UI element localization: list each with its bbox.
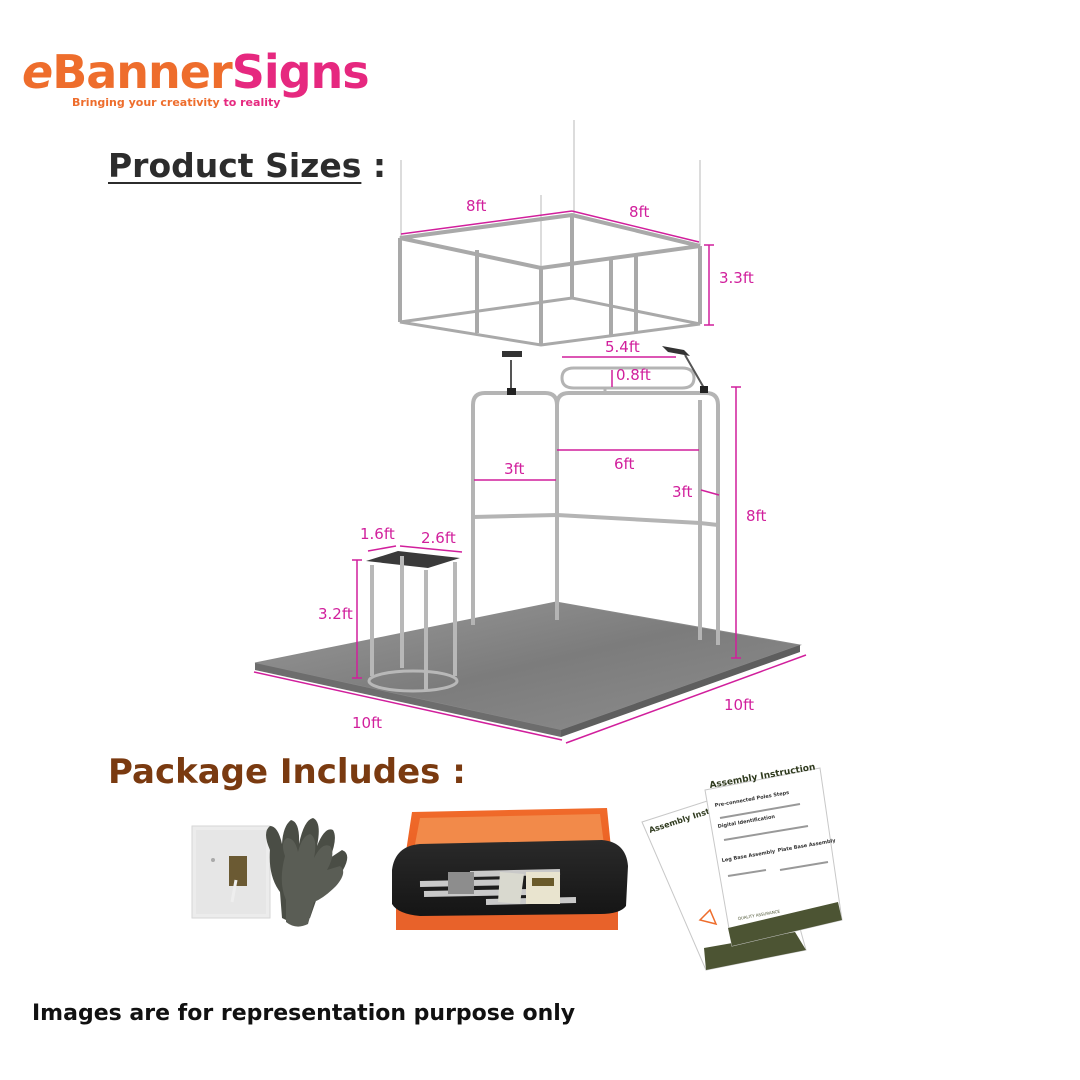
disclaimer-text: Images are for representation purpose on… bbox=[32, 1001, 576, 1026]
product-sizes-heading: Product Sizes : bbox=[108, 146, 387, 185]
dim-frame-back: 6ft bbox=[614, 455, 635, 473]
dim-canopy-width-2: 8ft bbox=[629, 203, 650, 221]
dimension-labels: 8ft 8ft 3.3ft 5.4ft 0.8ft 3ft 6ft 3ft 8f… bbox=[318, 197, 767, 732]
dim-header-width: 5.4ft bbox=[605, 338, 640, 356]
dim-canopy-width-1: 8ft bbox=[466, 197, 487, 215]
dim-frame-height: 8ft bbox=[746, 507, 767, 525]
logo-tagline: Bringing your creativity to reality bbox=[72, 96, 281, 109]
dim-header-height: 0.8ft bbox=[616, 366, 651, 384]
package-includes-heading: Package Includes : bbox=[108, 752, 466, 792]
dim-counter-width: 2.6ft bbox=[421, 529, 456, 547]
logo-wordmark: eBannerSigns bbox=[22, 45, 370, 99]
dim-counter-depth: 1.6ft bbox=[360, 525, 395, 543]
booth-frame bbox=[471, 366, 720, 645]
counter-table bbox=[366, 551, 460, 693]
spotlights bbox=[502, 346, 708, 395]
brand-logo: eBannerSigns Bringing your creativity to… bbox=[22, 44, 422, 114]
dim-frame-depth: 3ft bbox=[672, 483, 693, 501]
carry-bag bbox=[392, 808, 628, 930]
assembly-manual: Assembly Instruc Assembly Instruction Pr… bbox=[641, 762, 843, 971]
dim-floor-right: 10ft bbox=[724, 696, 754, 714]
dimension-lines bbox=[253, 210, 807, 744]
dim-counter-height: 3.2ft bbox=[318, 605, 353, 623]
dim-canopy-height: 3.3ft bbox=[719, 269, 754, 287]
dim-floor-left: 10ft bbox=[352, 714, 382, 732]
hanging-canopy bbox=[398, 120, 702, 347]
accessory-bag bbox=[191, 825, 271, 919]
dim-frame-side: 3ft bbox=[504, 460, 525, 478]
gloves bbox=[266, 818, 348, 927]
